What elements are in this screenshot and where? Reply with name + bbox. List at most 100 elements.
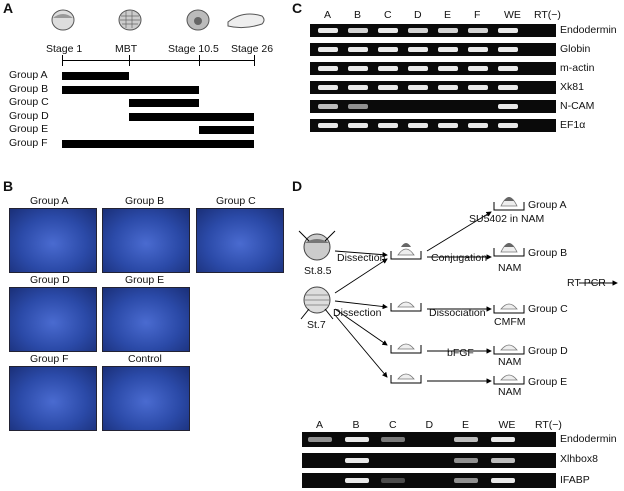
photo-label-group-e: Group E xyxy=(125,274,165,286)
conjugation-label: Conjugation xyxy=(431,252,488,264)
gel-band xyxy=(408,66,428,71)
gel-gene-label: Xk81 xyxy=(560,80,584,93)
panel-a-label: A xyxy=(3,0,14,16)
dish-group-d-icon xyxy=(493,346,525,355)
gel-lane-label: RT(−) xyxy=(534,9,561,21)
gel-strip xyxy=(302,452,556,468)
group-row-label: Group C xyxy=(9,96,49,108)
gel-band xyxy=(498,66,518,71)
gel-gene-label: IFABP xyxy=(560,473,590,486)
timeline-tick xyxy=(254,55,255,66)
photo-group-e xyxy=(102,287,190,352)
gel-band xyxy=(378,85,398,90)
panel-b-label: B xyxy=(3,178,14,194)
gel-band xyxy=(438,28,458,33)
gel-band xyxy=(408,47,428,52)
gel-lane-label: D xyxy=(425,419,434,431)
stage-embryo-icons xyxy=(51,9,265,31)
photo-label-group-d: Group D xyxy=(30,274,70,286)
gel-gene-label: EF1α xyxy=(560,118,586,131)
photo-group-b xyxy=(102,208,190,273)
gel-band xyxy=(344,457,369,463)
gel-band xyxy=(490,478,515,483)
stage-label-0: Stage 1 xyxy=(46,43,83,55)
gel-band xyxy=(468,47,488,52)
gel-band xyxy=(318,104,338,109)
gel-lane-label: E xyxy=(444,9,452,21)
stage-1-embryo-icon xyxy=(51,9,75,31)
group-row-label: Group B xyxy=(9,82,49,95)
gel-band xyxy=(344,478,369,483)
explant-icon xyxy=(500,374,518,381)
gel-band xyxy=(308,437,332,442)
gel-band xyxy=(378,28,398,33)
timeline-tick xyxy=(129,55,130,66)
gel-band xyxy=(408,123,428,128)
schematic-group-a: Group A xyxy=(528,199,567,211)
gel-lane-label: B xyxy=(354,9,362,21)
gel-band xyxy=(498,104,518,109)
dish-group-a-icon xyxy=(493,202,525,211)
gel-band xyxy=(408,85,428,90)
gel-lane-label: D xyxy=(414,9,422,21)
gel-lane-label: E xyxy=(462,419,470,431)
dish-group-c-icon xyxy=(493,305,525,314)
arrow xyxy=(426,211,492,252)
photo-label-group-a: Group A xyxy=(30,195,69,207)
panel-d-label: D xyxy=(292,178,303,194)
dish-group-e-icon xyxy=(493,376,525,385)
gel-band xyxy=(318,85,338,90)
stage-26-embryo-icon xyxy=(227,13,265,29)
gel-gene-label: N-CAM xyxy=(560,99,595,112)
st7-embryo-icon xyxy=(300,286,334,320)
explant-icon xyxy=(397,373,415,380)
stage-label-2: Stage 10.5 xyxy=(168,43,219,55)
dish-group-b-icon xyxy=(493,248,525,257)
timeline-axis xyxy=(62,60,254,61)
explant-icon xyxy=(500,303,518,310)
gel-band xyxy=(344,437,369,442)
group-row-bar xyxy=(62,85,199,94)
gel-band xyxy=(318,47,338,52)
gel-band xyxy=(378,123,398,128)
gel-band xyxy=(438,66,458,71)
dish-3-icon xyxy=(390,345,422,354)
gel-lane-label: A xyxy=(316,419,324,431)
gel-band xyxy=(348,104,368,109)
stage-label-3: Stage 26 xyxy=(231,43,274,55)
gel-strip xyxy=(310,100,556,113)
st85-embryo-icon xyxy=(298,230,336,261)
photo-group-d xyxy=(9,287,97,352)
dissection-label-1: Dissection xyxy=(337,252,386,264)
photo-label-group-c: Group C xyxy=(216,195,256,207)
arrow xyxy=(334,250,388,258)
timeline-tick xyxy=(62,55,63,66)
gel-band xyxy=(498,85,518,90)
gel-gene-label: Xlhbox8 xyxy=(560,453,598,465)
nam-label-3: NAM xyxy=(498,386,522,398)
photo-group-f xyxy=(9,366,97,431)
group-row-bar xyxy=(199,126,254,134)
schematic-group-b: Group B xyxy=(528,247,568,259)
photo-control xyxy=(102,366,190,431)
gel-band xyxy=(381,478,405,483)
gel-band xyxy=(468,123,488,128)
dish-4-icon xyxy=(390,375,422,384)
st7-label: St.7 xyxy=(307,319,326,331)
explant-icon xyxy=(397,248,415,256)
gel-lane-label: RT(−) xyxy=(535,419,562,431)
explant-icon xyxy=(397,301,415,308)
gel-band xyxy=(468,28,488,33)
dissection-label-2: Dissection xyxy=(333,307,382,319)
experiment-schematic xyxy=(298,197,618,385)
arrow xyxy=(334,258,388,294)
gel-band xyxy=(454,437,478,442)
panel-c-label: C xyxy=(292,0,303,16)
gel-gene-label: Endodermin xyxy=(560,23,617,36)
gel-strip xyxy=(310,119,556,132)
dissociation-label: Dissociation xyxy=(429,307,486,319)
gel-band xyxy=(318,123,338,128)
gel-strip xyxy=(310,43,556,56)
gel-strip xyxy=(302,473,556,488)
st85-label: St.8.5 xyxy=(304,265,332,277)
